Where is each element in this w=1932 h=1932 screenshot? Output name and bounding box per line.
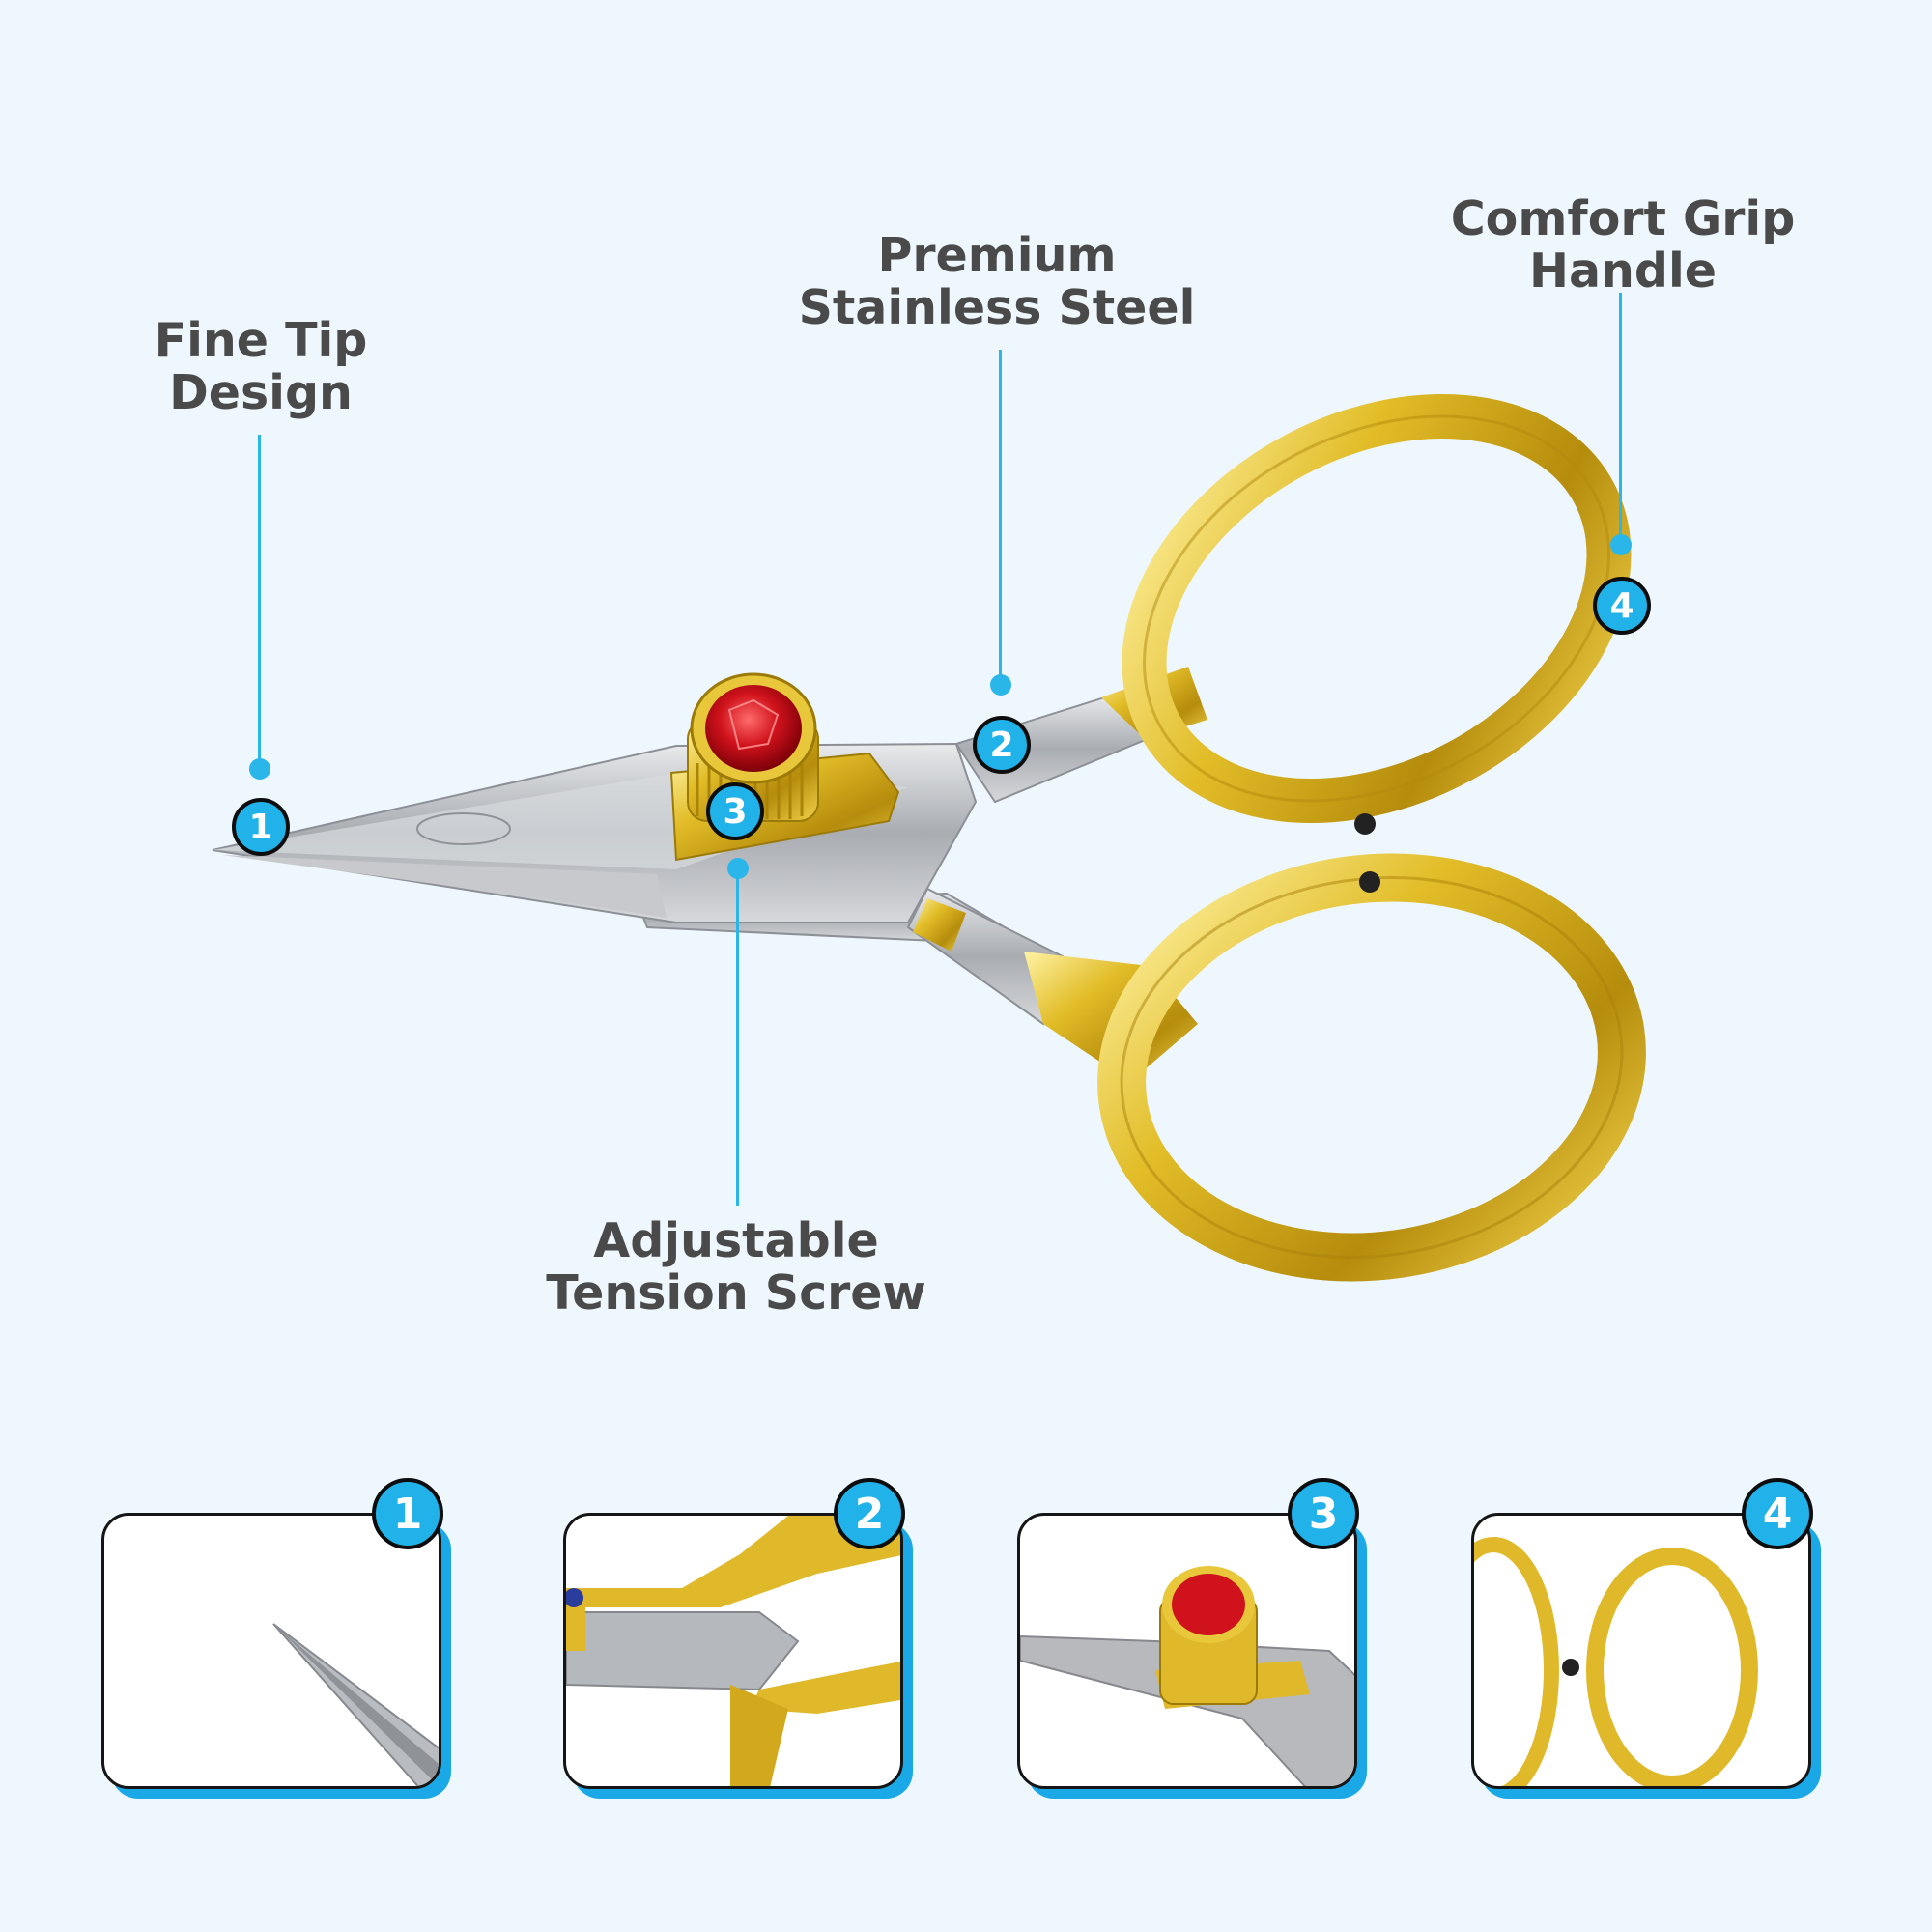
detail-thumbnail-tension-screw: 3 [1017, 1478, 1367, 1799]
thumbnail-card [1017, 1513, 1357, 1789]
callout-leader-line [736, 867, 739, 1206]
detail-thumbnail-stainless-steel: 2 [563, 1478, 913, 1799]
detail-thumbnail-comfort-grip: 4 [1471, 1478, 1821, 1799]
steel-closeup-image [566, 1516, 900, 1786]
callout-number-badge: 4 [1593, 577, 1651, 635]
detail-thumbnail-fine-tip: 1 [101, 1478, 451, 1799]
thumbnail-number-badge: 1 [372, 1478, 443, 1549]
thumbnail-number-badge: 4 [1742, 1478, 1813, 1549]
callout-leader-dot [249, 758, 270, 780]
callout-label-comfort-grip: Comfort Grip Handle [1450, 191, 1796, 298]
callout-label-fine-tip: Fine Tip Design [154, 313, 368, 420]
callout-leader-line [1619, 293, 1622, 546]
screw-closeup-image [1020, 1566, 1354, 1786]
thumbnail-card [101, 1513, 441, 1789]
callout-number-badge: 2 [973, 716, 1031, 774]
thumbnail-card [563, 1513, 903, 1789]
callout-label-stainless-steel: Premium Stainless Steel [798, 228, 1196, 335]
callout-leader-line [258, 435, 261, 768]
callout-leader-dot [990, 674, 1011, 696]
thumbnail-card [1471, 1513, 1811, 1789]
callout-number-badge: 3 [706, 782, 764, 840]
callout-number-badge: 1 [232, 798, 290, 856]
thumbnail-number-badge: 3 [1288, 1478, 1359, 1549]
callout-label-tension-screw: Adjustable Tension Screw [546, 1213, 926, 1321]
thumbnail-number-badge: 2 [834, 1478, 905, 1549]
callout-leader-line [999, 350, 1002, 680]
tip-closeup-image [272, 1623, 439, 1786]
callout-leader-dot [1610, 534, 1632, 555]
handle-closeup-image [1474, 1537, 1758, 1786]
